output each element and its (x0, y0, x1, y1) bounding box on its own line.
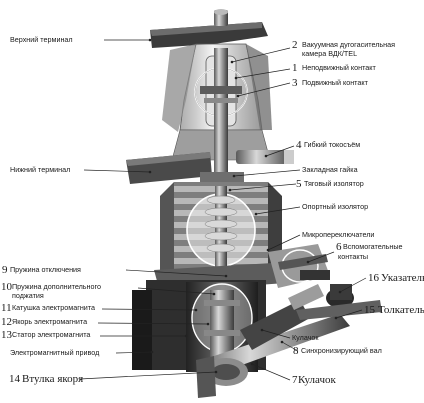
num-aux-contacts: 6 (336, 241, 342, 253)
label-microswitches: Микропереключатели (302, 230, 374, 239)
num-fixed-contact: 1 (292, 62, 298, 74)
num-flex-conductor: 4 (296, 139, 302, 151)
labels: Верхний терминал 2 Вакуумная дугогасител… (1, 35, 424, 386)
leader-lines (79, 38, 367, 381)
label-moving-contact: Подвижный контакт (302, 78, 369, 87)
label-lock-nut: Закладная гайка (302, 165, 358, 174)
label-aux-contacts-2: контакты (338, 252, 368, 261)
num-magnet-coil: 11 (1, 302, 12, 314)
traction-insulator (204, 186, 238, 276)
label-extra-spring-1: Пружина дополнительного (12, 282, 101, 291)
breaker-illustration (126, 9, 382, 398)
num-armature-sleeve: 14 (9, 373, 21, 385)
label-em-drive: Электромагнитный привод (10, 348, 100, 357)
num-trip-spring: 9 (2, 264, 8, 276)
label-cam-small: Кулачок (292, 333, 319, 342)
num-armature: 12 (1, 316, 12, 328)
label-flex-conductor: Гибкий токосъём (304, 140, 360, 149)
label-armature: Якорь электромагнита (12, 317, 87, 326)
label-support-insulator: Опортный изолятор (302, 202, 368, 211)
label-armature-sleeve: Втулка якоря (22, 373, 83, 385)
num-traction-insulator: 5 (296, 178, 302, 190)
num-moving-contact: 3 (292, 77, 298, 89)
label-vacuum-chamber-2: камера ВДК/TEL (302, 49, 357, 58)
auxiliary-contacts-block (268, 244, 330, 288)
label-cam: Кулачок (298, 374, 336, 386)
num-cam: 7 (292, 374, 298, 386)
label-sync-shaft: Синхронизирующий вал (301, 346, 382, 355)
label-extra-spring-2: поджатия (12, 291, 44, 300)
num-vacuum-chamber: 2 (292, 39, 298, 51)
label-bottom-terminal: Нижний терминал (10, 165, 70, 174)
label-magnet-coil: Катушка электромагнита (12, 303, 95, 312)
label-aux-contacts-1: Вспомогательные (343, 242, 403, 251)
label-fixed-contact: Неподвижный контакт (302, 63, 377, 72)
num-sync-shaft: 8 (293, 345, 299, 357)
label-indicator: Указатель (381, 272, 424, 284)
label-vacuum-chamber-1: Вакуумная дугогасительная (302, 40, 395, 49)
label-trip-spring: Пружина отключения (10, 265, 81, 274)
label-stator: Статор электромагнита (12, 330, 90, 339)
sync-shaft-assembly (196, 284, 382, 398)
num-extra-spring: 10 (1, 281, 13, 293)
num-pusher: 15 (364, 304, 376, 316)
label-pusher: Толкатель (378, 304, 424, 316)
num-indicator: 16 (368, 272, 380, 284)
label-traction-insulator: Тяговый изолятор (304, 179, 364, 188)
num-stator: 13 (1, 329, 13, 341)
label-top-terminal: Верхний терминал (10, 35, 73, 44)
